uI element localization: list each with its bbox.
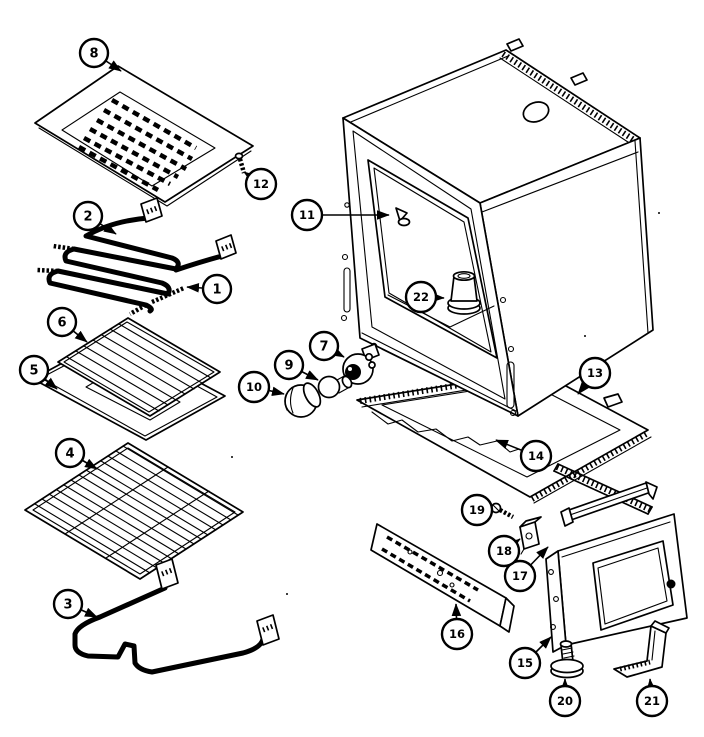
svg-text:1: 1 (212, 283, 221, 298)
part-vented-panel (370, 523, 515, 633)
callout-9: 9 (273, 349, 319, 381)
callout-4: 4 (54, 437, 98, 470)
part-cavity-clip (395, 207, 411, 227)
part-cavity-cylinder (447, 270, 481, 315)
svg-text:6: 6 (57, 316, 66, 331)
callout-2: 2 (72, 200, 117, 235)
drawer-roller (666, 579, 676, 589)
part-drawer-rail (560, 481, 658, 527)
svg-text:9: 9 (284, 359, 293, 374)
svg-text:8: 8 (89, 47, 98, 62)
callout-17: 17 (503, 546, 549, 593)
svg-text:11: 11 (299, 208, 315, 222)
callout-7: 7 (308, 330, 345, 362)
callout-15: 15 (508, 636, 552, 680)
svg-text:7: 7 (319, 340, 328, 355)
part-screw-19 (490, 502, 515, 519)
svg-text:4: 4 (65, 447, 74, 462)
callout-16: 16 (440, 603, 474, 651)
part-bake-element (36, 197, 237, 316)
part-broiler-insert (57, 317, 221, 417)
part-light-bulb (317, 374, 353, 399)
callout-6: 6 (46, 306, 88, 343)
part-corner-bracket (613, 620, 670, 678)
part-lamp-assembly (284, 343, 380, 418)
svg-text:16: 16 (449, 627, 465, 641)
part-element-bracket (151, 285, 185, 305)
svg-text:12: 12 (253, 177, 269, 191)
callout-1: 1 (186, 273, 233, 305)
svg-text:22: 22 (413, 290, 429, 304)
callout-8: 8 (78, 37, 122, 72)
svg-text:20: 20 (557, 694, 573, 708)
base-panel-tab (603, 393, 623, 408)
svg-text:17: 17 (512, 569, 528, 583)
part-oven-rack (24, 442, 244, 580)
callout-21: 21 (635, 678, 669, 718)
callout-20: 20 (548, 678, 582, 718)
part-broil-element (72, 558, 280, 675)
callout-10: 10 (237, 370, 285, 404)
part-drawer-glide (553, 463, 653, 515)
part-drawer (545, 481, 688, 653)
svg-text:13: 13 (587, 366, 603, 380)
part-oven-bottom-panel (34, 65, 254, 207)
part-leveling-leg (550, 640, 584, 679)
callout-11: 11 (290, 198, 390, 232)
callout-13: 13 (577, 356, 612, 395)
callout-12: 12 (243, 167, 278, 201)
part-oven-body (340, 38, 654, 417)
svg-text:3: 3 (63, 598, 72, 613)
drawer-window (592, 540, 674, 631)
part-screw-12 (234, 152, 247, 174)
callout-18: 18 (487, 534, 521, 568)
svg-text:19: 19 (469, 503, 485, 517)
callout-5: 5 (18, 354, 58, 390)
svg-text:2: 2 (83, 210, 92, 225)
svg-text:5: 5 (29, 364, 38, 379)
part-clip-18 (519, 516, 542, 555)
callout-3: 3 (52, 588, 98, 620)
svg-text:14: 14 (528, 449, 544, 463)
part-lamp-lens (284, 382, 322, 418)
callout-19: 19 (460, 493, 494, 527)
svg-text:21: 21 (644, 694, 660, 708)
callout-14: 14 (495, 439, 553, 473)
svg-text:18: 18 (496, 544, 512, 558)
callout-22: 22 (404, 280, 445, 314)
svg-text:15: 15 (517, 656, 533, 670)
svg-text:10: 10 (246, 380, 262, 394)
vent-hole (522, 101, 550, 123)
